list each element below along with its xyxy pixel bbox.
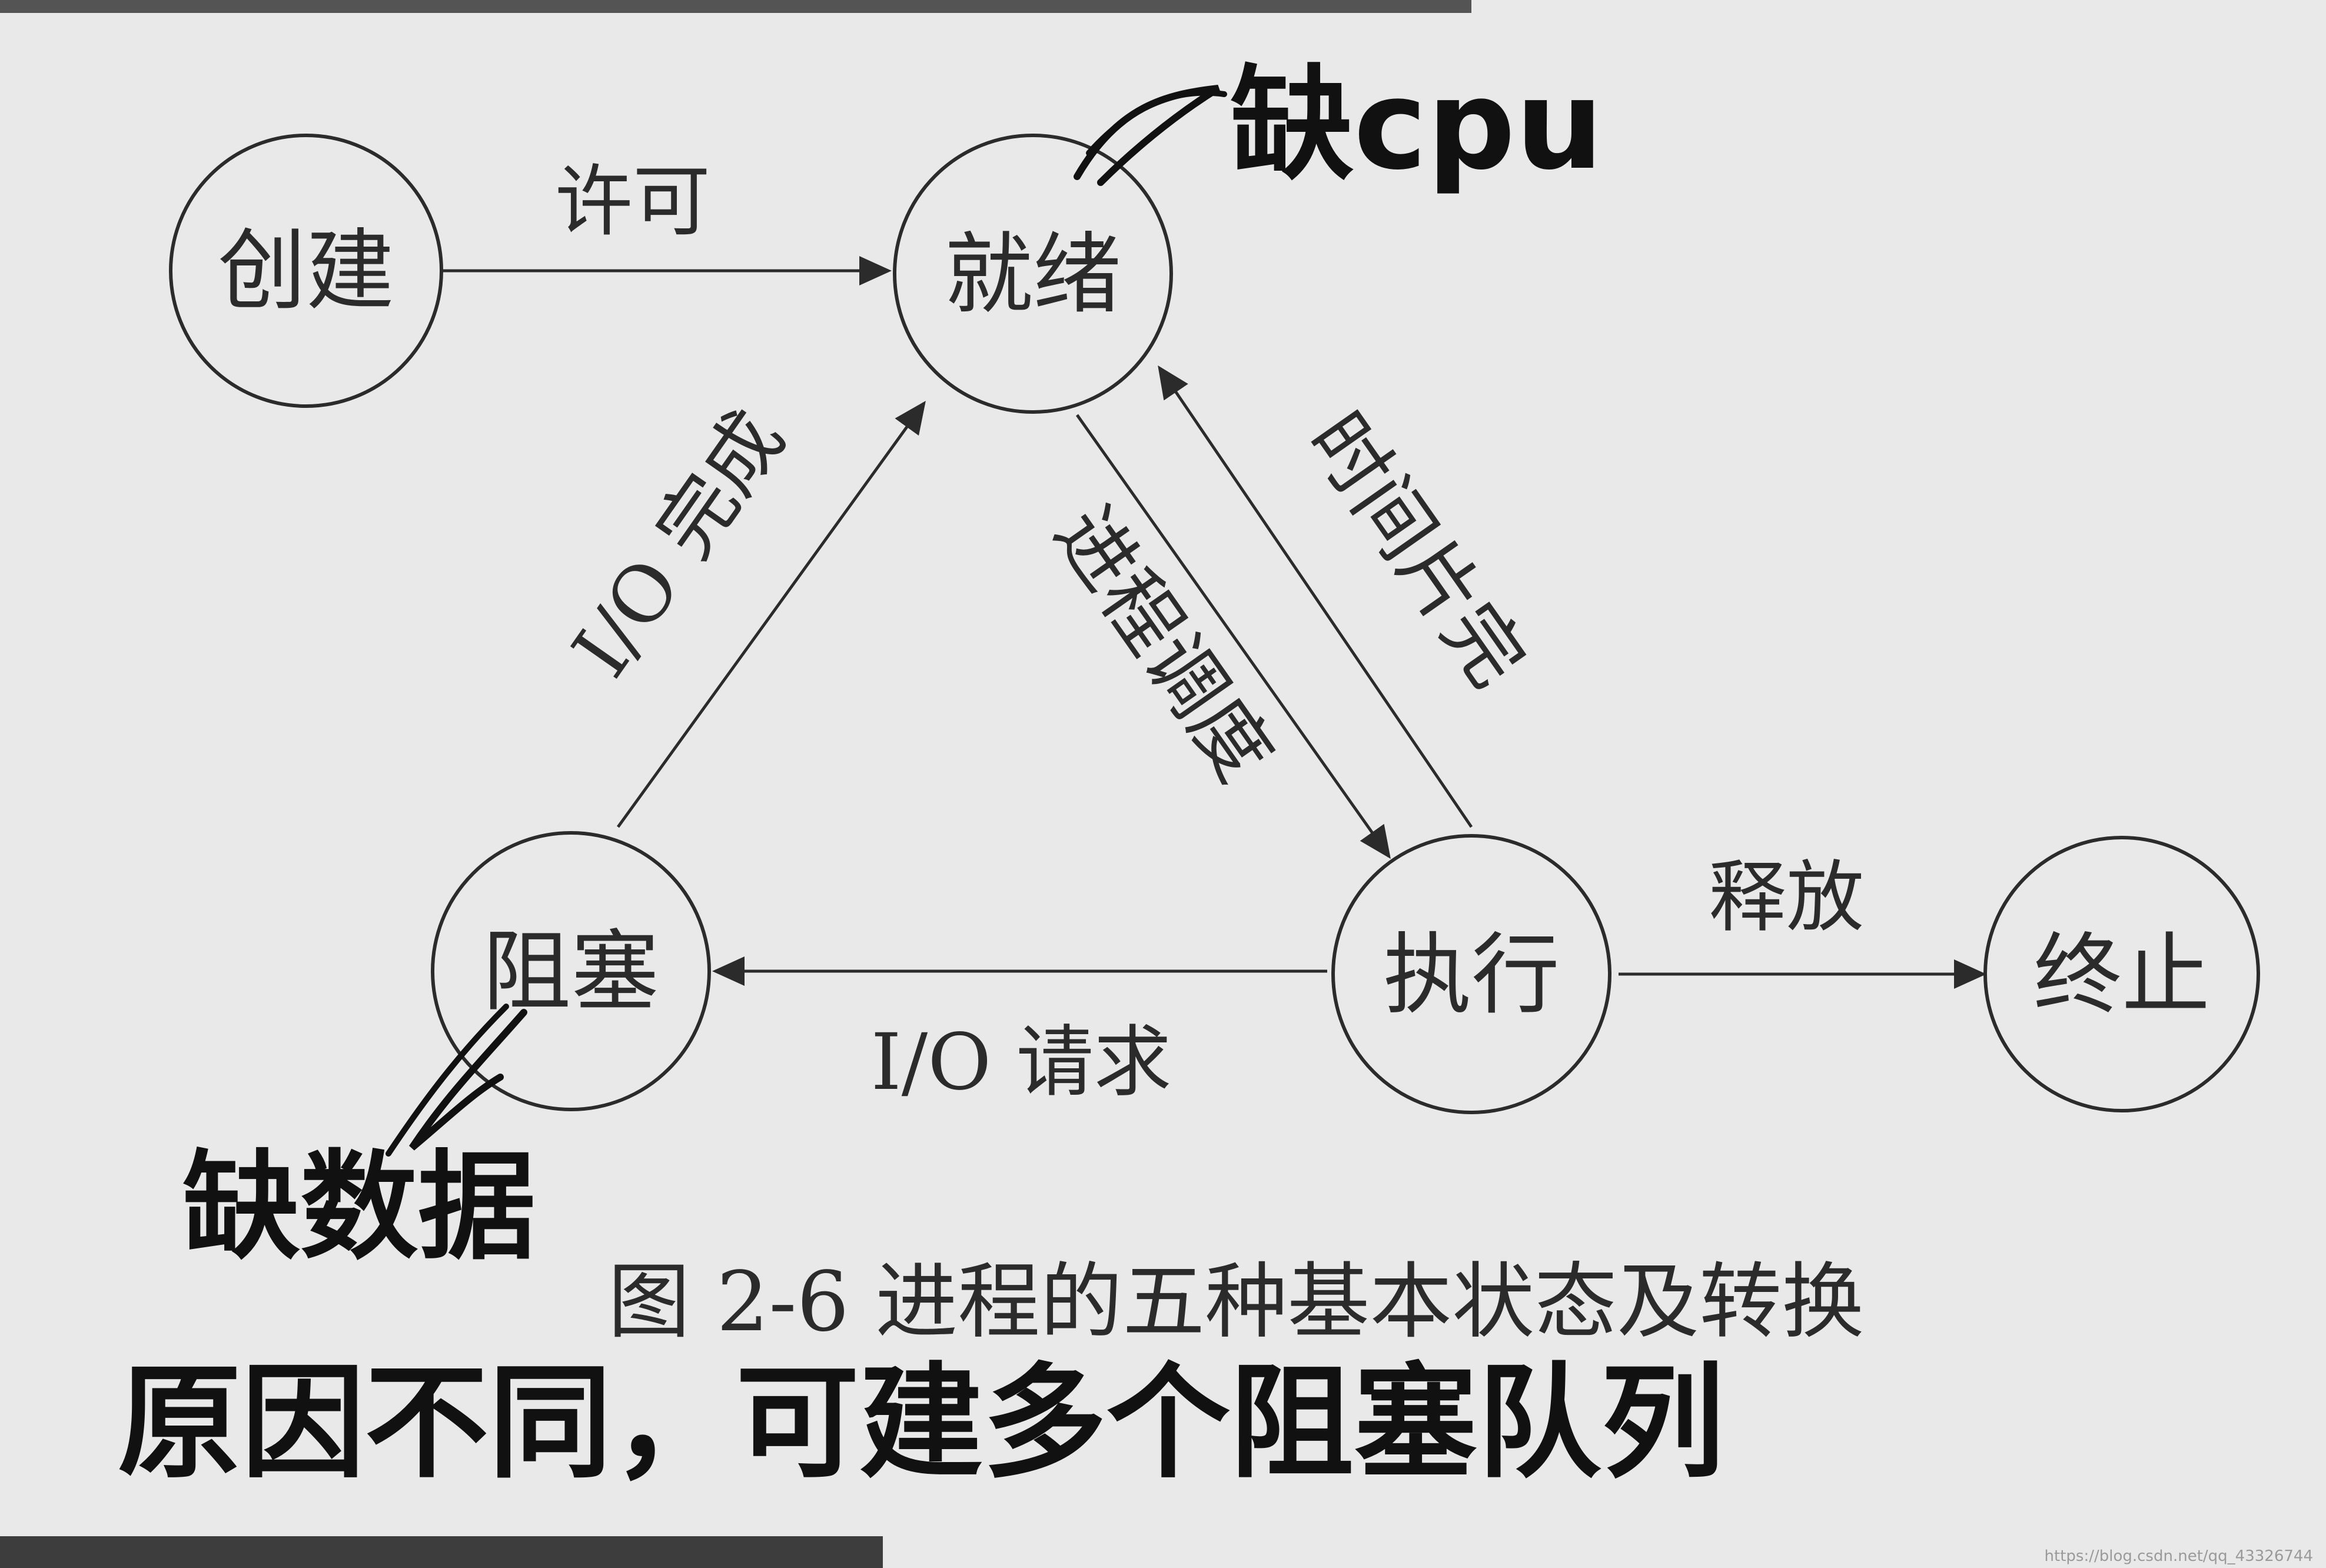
node-ready: 就绪 bbox=[893, 134, 1173, 414]
handwritten-cpu-note: 缺cpu bbox=[1074, 53, 1603, 197]
edge-label-permit: 许可 bbox=[555, 157, 710, 247]
node-ready-label: 就绪 bbox=[945, 224, 1121, 326]
cropped-next-heading bbox=[0, 1536, 883, 1568]
node-create-circle bbox=[169, 134, 443, 408]
watermark: https://blog.csdn.net/qq_43326744 bbox=[2045, 1547, 2313, 1565]
hand-pointer-stroke-4 bbox=[386, 1004, 509, 1157]
cropped-previous-text bbox=[0, 0, 1471, 13]
node-create-label: 创建 bbox=[218, 220, 394, 323]
handwritten-footnote: 原因不同，可建多个阻塞队列 bbox=[118, 1351, 1724, 1495]
hand-pointer-stroke-2 bbox=[1086, 89, 1227, 156]
handwritten-block-note: 缺数据 bbox=[182, 1139, 536, 1276]
handwritten-data-note: 缺数据 bbox=[182, 1004, 536, 1276]
node-run-label: 执行 bbox=[1383, 924, 1560, 1026]
edge-block-ready bbox=[616, 400, 926, 828]
node-block-label: 阻塞 bbox=[483, 921, 659, 1024]
node-terminate-circle bbox=[1983, 836, 2260, 1112]
edge-label-io-request: I/O 请求 bbox=[871, 1017, 1172, 1108]
node-ready-circle bbox=[893, 134, 1173, 414]
edge-run-ready bbox=[1158, 365, 1473, 828]
edge-label-release: 释放 bbox=[1709, 852, 1864, 943]
node-block-circle bbox=[431, 831, 711, 1111]
node-block: 阻塞 bbox=[431, 831, 711, 1111]
hand-pointer-stroke-3 bbox=[409, 1009, 527, 1151]
node-run: 执行 bbox=[1331, 834, 1611, 1114]
node-run-circle bbox=[1331, 834, 1611, 1114]
node-terminate: 终止 bbox=[1983, 836, 2260, 1112]
figure-caption: 图 2-6 进程的五种基本状态及转换 bbox=[608, 1254, 1864, 1350]
edges-group bbox=[443, 256, 1986, 989]
node-terminate-label: 终止 bbox=[2033, 924, 2210, 1026]
node-create: 创建 bbox=[169, 134, 443, 408]
edge-ready-run bbox=[1075, 414, 1391, 859]
handwritten-ready-note: 缺cpu bbox=[1230, 53, 1603, 197]
